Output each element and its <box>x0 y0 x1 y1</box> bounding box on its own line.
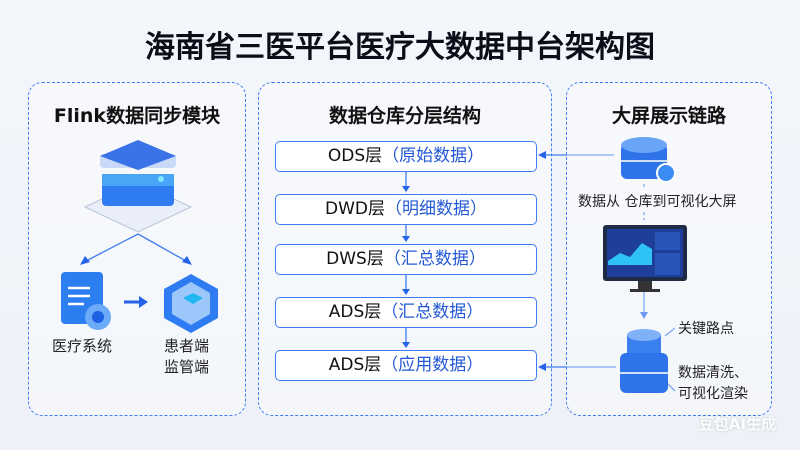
flink-panel: Flink数据同步模块 <box>28 82 246 416</box>
layer-name: DWS层 <box>326 249 384 269</box>
database-user-icon <box>621 137 676 183</box>
layer-dwd[interactable]: DWD层（明细数据） <box>275 194 537 225</box>
flink-panel-title: Flink数据同步模块 <box>53 105 221 127</box>
display-caption-keypoint: 关键路点 <box>678 321 734 337</box>
layer-name: ADS层 <box>328 302 382 322</box>
database-stack-icon <box>620 329 668 393</box>
display-caption-clean: 数据清洗、 <box>678 365 748 381</box>
display-caption-render: 可视化渲染 <box>678 386 748 402</box>
medical-system-label: 医疗系统 <box>52 337 113 355</box>
server-stack-icon <box>83 140 193 233</box>
layer-name: ADS层 <box>328 355 382 375</box>
flink-diagram <box>61 140 218 333</box>
layer-name: DWD层 <box>325 199 385 219</box>
display-panel-title: 大屏展示链路 <box>611 105 726 127</box>
page-title: 海南省三医平台医疗大数据中台架构图 <box>145 30 655 65</box>
document-icon <box>61 272 111 330</box>
display-caption-flow: 数据从 仓库到可视化大屏 <box>578 194 737 210</box>
layer-desc: （汇总数据） <box>381 302 484 322</box>
cube-icon <box>164 274 218 333</box>
layer-desc: （汇总数据） <box>383 249 486 269</box>
watermark: 豆包AI生成 <box>698 415 776 433</box>
layer-name: ODS层 <box>327 146 383 166</box>
layer-dws[interactable]: DWS层（汇总数据） <box>275 244 537 275</box>
warehouse-panel-title: 数据仓库分层结构 <box>328 105 481 127</box>
layer-desc: （原始数据） <box>382 146 485 166</box>
patient-client-label: 患者端 <box>164 337 210 355</box>
layer-ads-app[interactable]: ADS层（应用数据） <box>275 350 537 381</box>
layer-desc: （应用数据） <box>381 355 484 375</box>
layer-ads-summary[interactable]: ADS层（汇总数据） <box>275 297 537 328</box>
layer-ods[interactable]: ODS层（原始数据） <box>275 141 537 172</box>
regulator-client-label: 监管端 <box>164 358 210 376</box>
monitor-dashboard-icon <box>603 225 687 292</box>
layer-desc: （明细数据） <box>385 199 487 219</box>
display-icons <box>603 137 687 393</box>
